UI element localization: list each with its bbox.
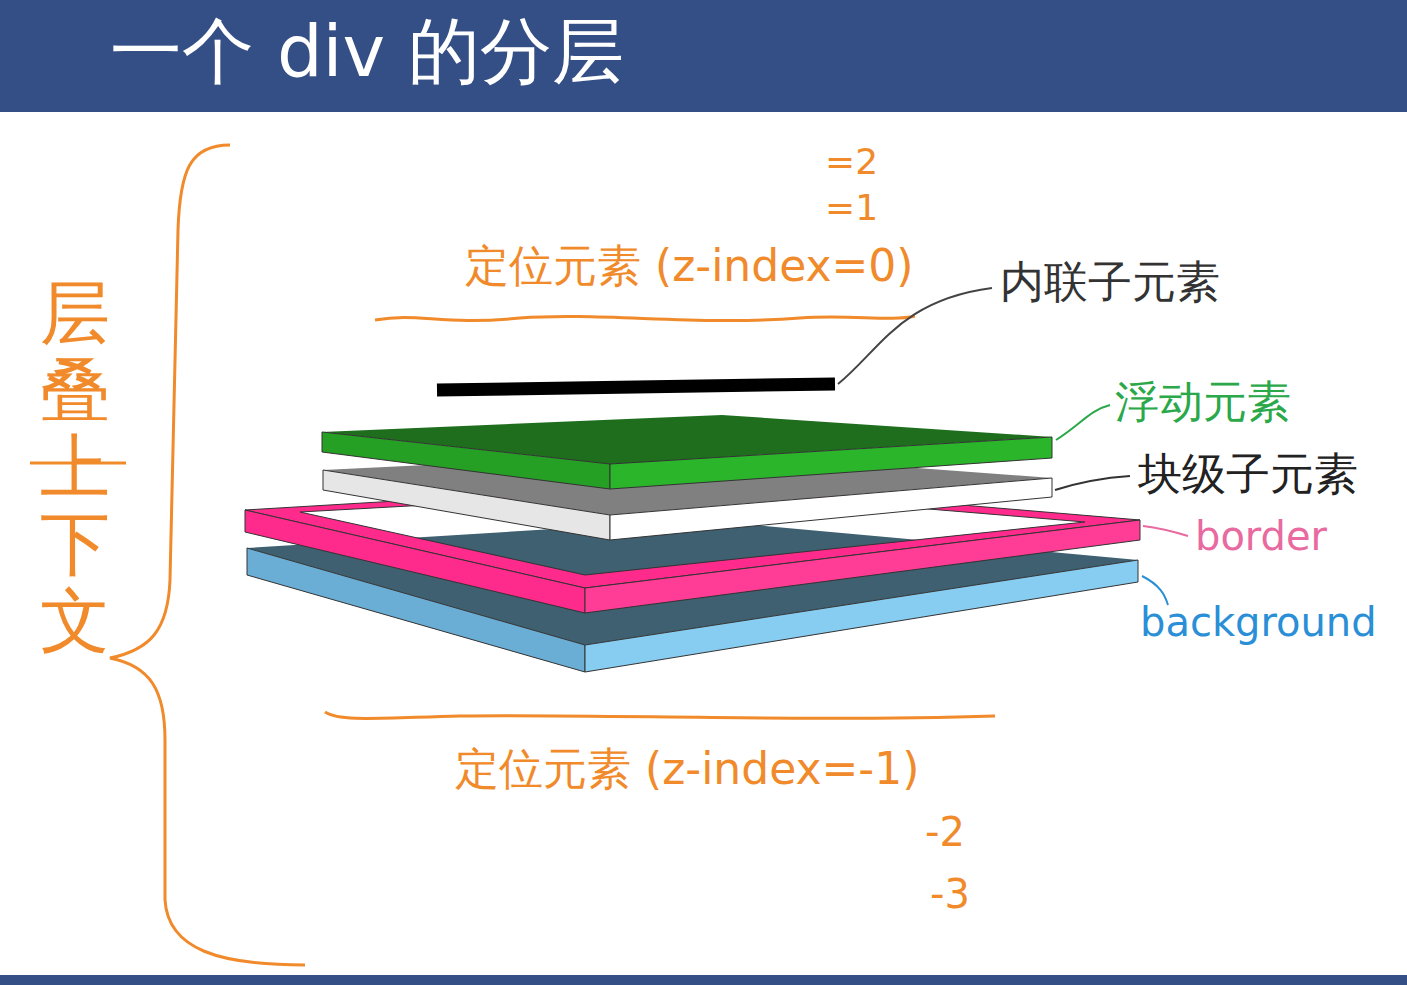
layer-label: 浮动元素 xyxy=(1115,378,1291,426)
vertical-label: 层叠上下文 xyxy=(40,275,110,660)
float-side xyxy=(610,437,1052,489)
bottom-bar xyxy=(0,975,1407,985)
upper-divider xyxy=(375,316,915,321)
layer-label: 块级子元素 xyxy=(1138,450,1358,498)
layer-label: 定位元素 (z-index=-1) xyxy=(455,745,919,793)
slide-title: 一个 div 的分层 xyxy=(110,8,624,94)
z-index-value: -2 xyxy=(925,810,965,854)
z-index-value: =1 xyxy=(825,188,878,228)
leader-line xyxy=(1143,526,1188,536)
layer-label: border xyxy=(1195,514,1327,558)
layer-label: 定位元素 (z-index=0) xyxy=(465,242,914,290)
leader-line xyxy=(1055,476,1130,490)
inline-bar xyxy=(437,384,835,390)
leader-line xyxy=(1056,405,1110,440)
float-front xyxy=(322,432,610,489)
layer-label: background xyxy=(1140,600,1377,644)
leader-line xyxy=(838,288,992,384)
layer-label: 内联子元素 xyxy=(1000,258,1220,306)
z-index-value: -3 xyxy=(930,872,970,916)
title-bar xyxy=(0,0,1407,112)
lower-divider xyxy=(325,712,995,719)
z-index-value: =2 xyxy=(825,142,878,182)
block-side xyxy=(610,478,1052,540)
